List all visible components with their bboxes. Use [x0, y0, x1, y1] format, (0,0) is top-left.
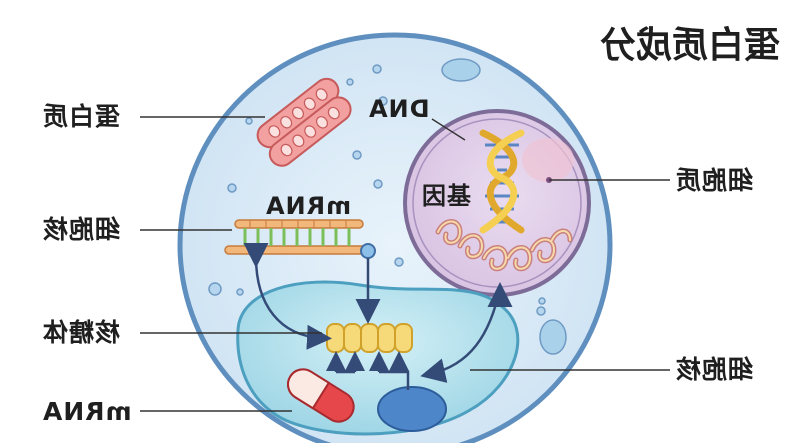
label-gene-text: 基因: [421, 182, 471, 210]
label-protein: 蛋白质: [42, 102, 121, 131]
label-dna-text: DNA: [368, 95, 430, 123]
vesicle-large-top: [441, 58, 481, 82]
label-gene: 基因: [421, 182, 471, 210]
label-cytoplasm-text: 细胞质: [675, 166, 754, 195]
flow-arrows: [243, 243, 513, 390]
mrna-end-right: [360, 243, 376, 259]
vesicle-blue: [377, 386, 447, 432]
label-nucleus-left-text: 细胞核: [42, 215, 121, 244]
label-nucleus-right-text: 细胞核: [675, 355, 754, 384]
label-dna: DNA: [368, 95, 430, 123]
vesicle-large-right: [539, 319, 567, 355]
label-nucleus-left: 细胞核: [42, 215, 121, 244]
label-mrna-top-text: mRNA: [265, 192, 352, 220]
mitochondria-1: [256, 77, 340, 149]
label-mrna-bottom: mRNA: [42, 397, 132, 426]
label-nucleus-right: 细胞核: [675, 355, 754, 384]
label-mrna-top: mRNA: [265, 192, 352, 220]
label-ribosome-text: 核糖体: [42, 318, 121, 347]
ribosome: [326, 323, 413, 353]
nucleolus-highlight: [522, 138, 574, 182]
dna-helix: [479, 129, 525, 234]
mitochondria-2: [268, 96, 352, 167]
label-cytoplasm: 细胞质: [675, 166, 754, 195]
capsule: [287, 368, 355, 423]
label-protein-text: 蛋白质: [42, 102, 121, 131]
mrna-end-left: [248, 244, 262, 258]
pointer-lines: [140, 116, 670, 412]
diagram-title: 蛋白质成分: [600, 25, 781, 66]
label-ribosome: 核糖体: [42, 318, 121, 347]
vesicles: [208, 64, 546, 316]
label-mrna-bottom-text: mRNA: [42, 397, 132, 426]
